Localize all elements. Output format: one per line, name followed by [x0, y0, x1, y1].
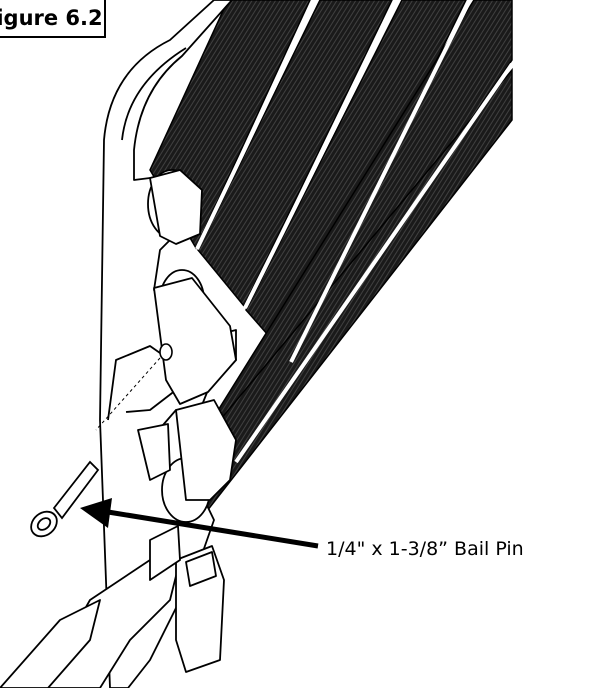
figure-label: Figure 6.2: [0, 0, 106, 38]
brackets: [137, 169, 237, 501]
lower-mount: [0, 525, 225, 688]
roller-tread-2: [197, 0, 393, 308]
callout-arrow: [80, 498, 319, 549]
roller-treads: [149, 0, 514, 522]
pin-hole: [159, 343, 173, 361]
bail-pin-callout: 1/4" x 1-3/8” Bail Pin: [326, 538, 524, 560]
bail-pin: [30, 460, 100, 538]
pin-axis: [95, 357, 161, 431]
